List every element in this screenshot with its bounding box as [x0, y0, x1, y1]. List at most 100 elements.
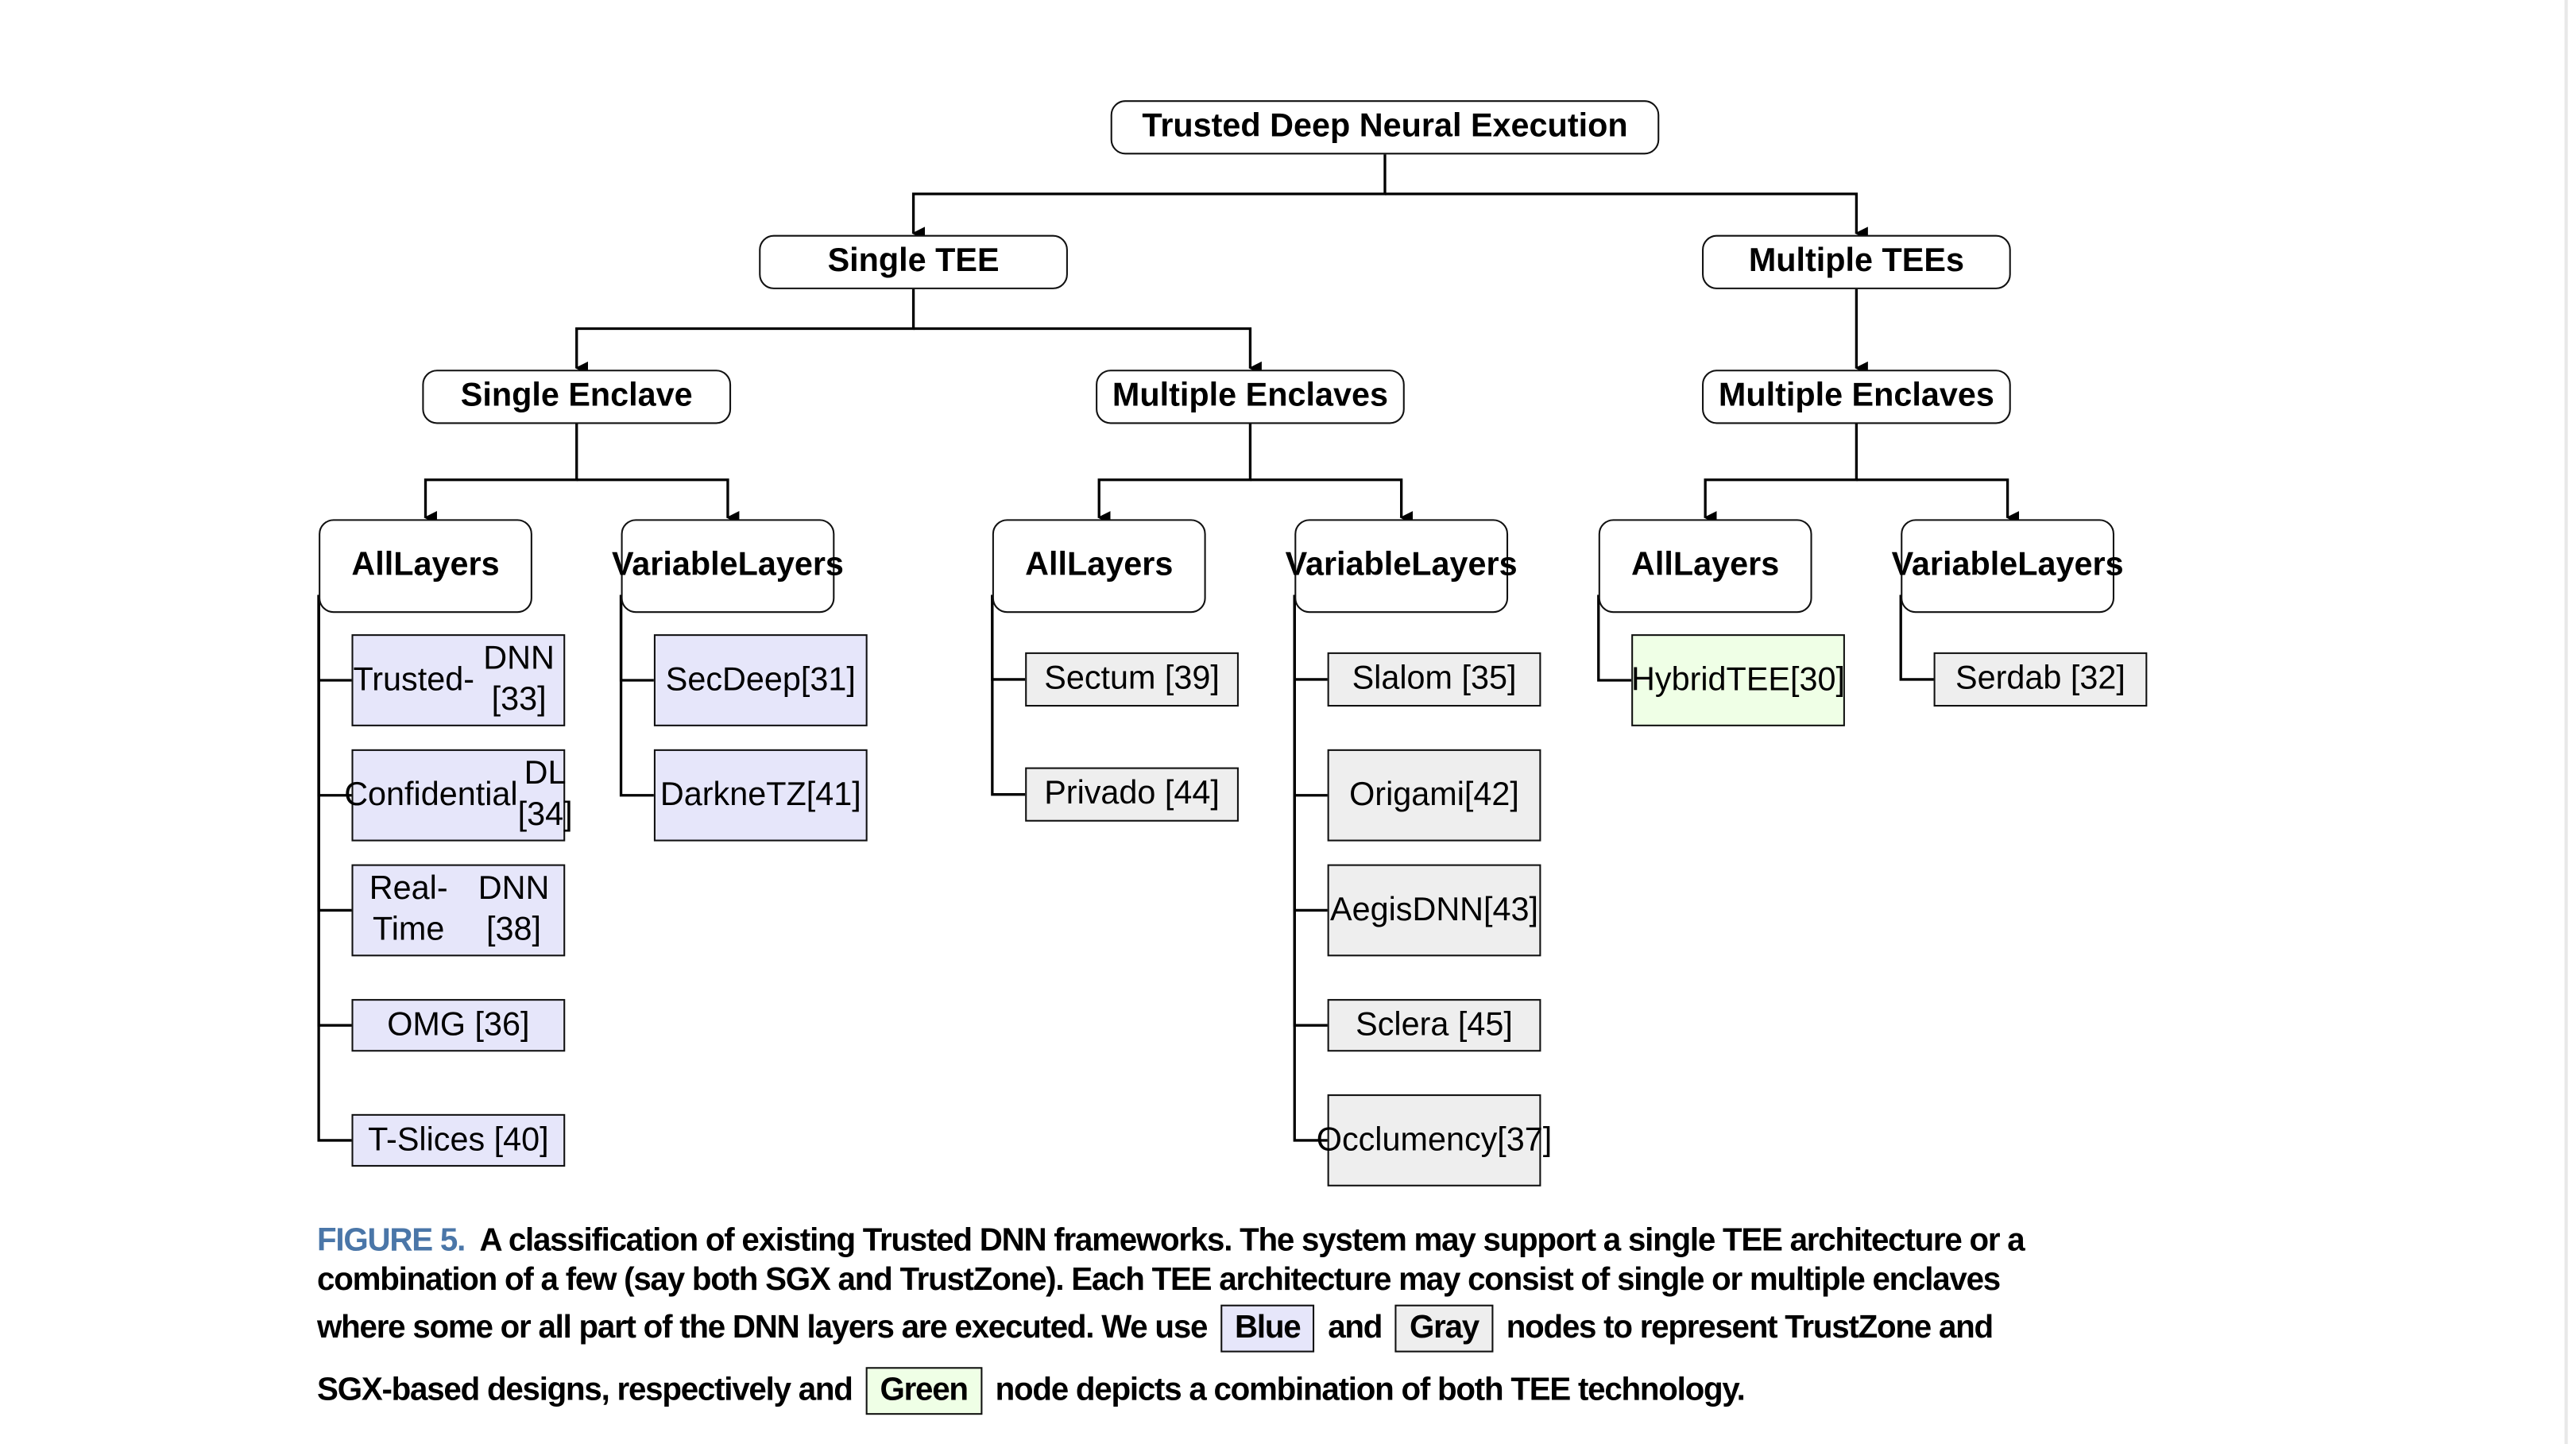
multiple-tees-node: Multiple TEEs [1702, 234, 2011, 289]
node-label: DNN [33] [483, 641, 555, 718]
connector-line [317, 594, 352, 797]
blue-legend-swatch: Blue [1220, 1304, 1316, 1353]
node-label: [30] [1790, 661, 1845, 698]
multiple-enclaves-node: Multiple Enclaves [1096, 370, 1405, 424]
arrow-connector [424, 424, 578, 525]
node-label: Layers [1411, 547, 1518, 583]
arrow-connector [1097, 424, 1252, 525]
node-label: Confidential [344, 776, 518, 813]
node-label: Trusted- [353, 661, 474, 698]
node-label: OMG [36] [387, 1006, 530, 1043]
framework-leaf-gray: Sectum [39] [1025, 652, 1239, 707]
connector-line [619, 594, 654, 797]
node-label: Layers [393, 547, 500, 583]
connector-line [1293, 594, 1328, 1027]
node-label: Layers [1673, 547, 1780, 583]
connector-line [317, 594, 352, 912]
node-label: [41] [806, 776, 861, 813]
node-label: All [351, 547, 394, 583]
node-label: DarkneTZ [659, 776, 806, 813]
caption-text: A classification of existing Trusted DNN… [479, 1222, 2025, 1259]
single-enclave-node: Single Enclave [422, 370, 732, 424]
caption-text: nodes to represent TrustZone and [1506, 1309, 1994, 1346]
arrow-connector [1250, 478, 1414, 525]
framework-leaf-gray: Slalom [35] [1327, 652, 1541, 707]
single-tee-node: Single TEE [759, 234, 1068, 289]
framework-leaf-blue: DarkneTZ[41] [653, 749, 868, 842]
node-label: T-Slices [40] [368, 1121, 549, 1158]
framework-leaf-blue: Real-Time DNN [38] [351, 864, 566, 957]
node-label: Sectum [39] [1044, 660, 1220, 697]
caption-text: where some or all part of the DNN layers… [317, 1309, 1208, 1346]
node-label: Layers [737, 547, 844, 583]
node-label: Layers [2017, 547, 2124, 583]
node-label: AegisDNN [1330, 891, 1484, 928]
node-label: DL [34] [517, 756, 573, 834]
arrow-connector [576, 478, 740, 525]
caption-text: node depicts a combination of both TEE t… [995, 1372, 1746, 1408]
framework-leaf-blue: T-Slices [40] [351, 1113, 566, 1167]
caption-line: SGX-based designs, respectively and Gree… [317, 1367, 1746, 1415]
node-label: Origami [1349, 776, 1464, 813]
framework-leaf-gray: Privado [44] [1025, 767, 1239, 822]
node-label: HybridTEE [1631, 661, 1791, 698]
framework-leaf-blue: Trusted-DNN [33] [351, 634, 566, 726]
connector-line [1293, 594, 1328, 912]
arrow-connector [1704, 424, 1859, 525]
framework-leaf-gray: AegisDNN[43] [1327, 864, 1541, 957]
framework-leaf-blue: OMG [36] [351, 999, 566, 1052]
node-label: All [1631, 547, 1673, 583]
caption-line: FIGURE 5. A classification of existing T… [317, 1222, 2025, 1260]
connector-line [1899, 594, 1934, 681]
node-label: SecDeep [665, 661, 801, 698]
connector-line [1293, 594, 1328, 797]
connector-line [1597, 594, 1632, 682]
caption-line: where some or all part of the DNN layers… [317, 1304, 1994, 1353]
framework-leaf-gray: Occlumency[37] [1317, 1094, 1552, 1187]
connector-line [1293, 594, 1328, 1142]
framework-leaf-gray: Origami[42] [1327, 749, 1541, 842]
node-label: [42] [1464, 776, 1519, 813]
caption-line: combination of a few (say both SGX and T… [317, 1261, 2001, 1299]
node-label: Layers [1066, 547, 1174, 583]
node-label: All [1025, 547, 1067, 583]
framework-leaf-gray: Sclera [45] [1327, 999, 1541, 1052]
node-label: Slalom [35] [1352, 660, 1517, 697]
green-legend-swatch: Green [864, 1367, 983, 1415]
node-label: Sclera [45] [1356, 1006, 1513, 1043]
node-label: Variable [1891, 547, 2018, 583]
connector-line [317, 594, 352, 1142]
node-label: DNN [38] [478, 870, 550, 949]
gray-legend-swatch: Gray [1394, 1304, 1494, 1353]
node-label: Privado [44] [1044, 775, 1220, 812]
arrow-connector [1856, 478, 2020, 525]
arrow-connector [574, 288, 915, 375]
framework-leaf-blue: SecDeep[31] [653, 634, 868, 726]
caption-text: SGX-based designs, respectively and [317, 1372, 853, 1408]
node-label: Real-Time [369, 870, 448, 949]
page-edge-divider [2564, 0, 2568, 1444]
root-node: Trusted Deep Neural Execution [1110, 100, 1660, 155]
figure-label: FIGURE 5. [317, 1222, 466, 1259]
framework-leaf-gray: Serdab [32] [1933, 652, 2148, 707]
node-label: Occlumency [1316, 1121, 1498, 1158]
node-label: Variable [611, 547, 738, 583]
framework-leaf-green: HybridTEE[30] [1631, 634, 1845, 726]
node-label: [43] [1483, 891, 1539, 928]
multiple-enclaves-node: Multiple Enclaves [1702, 370, 2011, 424]
caption-text: and [1328, 1309, 1383, 1346]
arrow-connector [1384, 192, 1868, 240]
node-label: [31] [800, 661, 856, 698]
connector-line [991, 594, 1026, 796]
node-label: Variable [1285, 547, 1412, 583]
node-label: Serdab [32] [1955, 660, 2125, 697]
